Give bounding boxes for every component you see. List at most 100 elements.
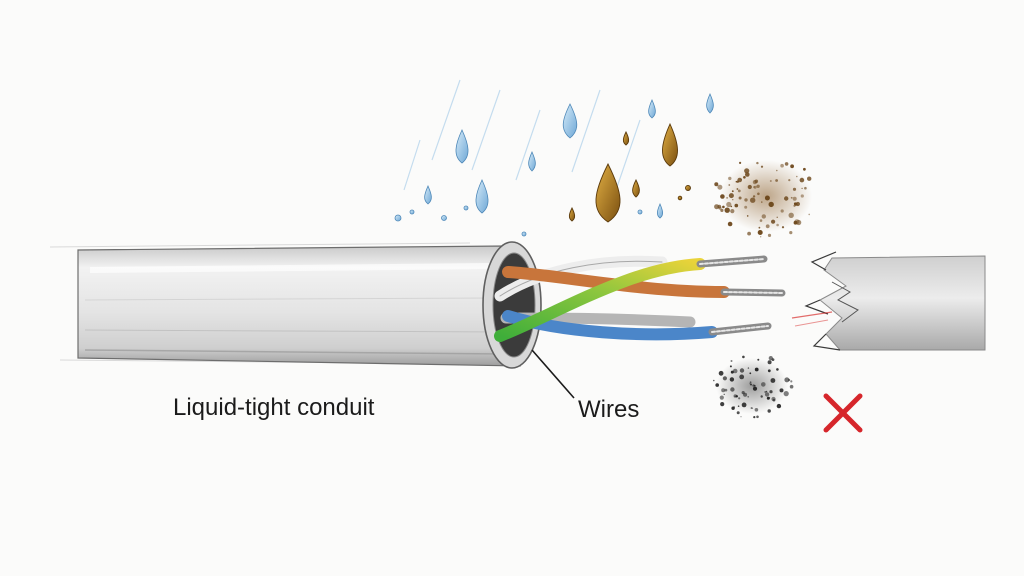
water-drop-icon (656, 202, 664, 219)
particle-speck (722, 205, 725, 209)
particle-speck (776, 403, 782, 409)
particle-speck (750, 197, 756, 203)
soot-particles (713, 355, 794, 419)
particle-speck (752, 386, 758, 391)
particle-speck (790, 380, 793, 383)
particle-speck (751, 407, 754, 409)
particle-speck (745, 172, 750, 177)
particle-speck (718, 206, 722, 210)
particle-speck (737, 189, 741, 193)
oil-drops (568, 122, 691, 223)
particle-speck (713, 379, 715, 382)
particle-speck (760, 165, 764, 168)
dirt-particles (714, 160, 812, 238)
particle-speck (744, 198, 748, 202)
particle-speck (752, 195, 756, 198)
water-drop-icon (706, 93, 714, 114)
particle-speck (754, 384, 756, 387)
particle-speck (790, 164, 794, 169)
particle-speck (717, 184, 723, 190)
particle-speck (720, 194, 725, 199)
particle-speck (752, 180, 758, 185)
particle-speck (767, 409, 771, 413)
conduit (77, 245, 521, 367)
particle-speck (784, 377, 790, 383)
particle-speck (776, 368, 779, 371)
particle-speck (747, 231, 751, 236)
particle-speck (771, 219, 776, 224)
particle-speck (761, 214, 766, 219)
particle-speck (737, 405, 740, 408)
particle-speck (780, 209, 784, 213)
water-drop-icon (475, 179, 489, 214)
particle-speck (719, 395, 724, 400)
particle-speck (808, 213, 810, 216)
particle-speck (738, 196, 742, 200)
particle-speck (733, 394, 738, 398)
particle-speck (783, 391, 789, 397)
oil-drop-icon (632, 178, 640, 198)
particle-speck (756, 184, 760, 188)
oil-drop-icon (622, 130, 630, 146)
particle-speck (799, 177, 805, 183)
particle-speck (740, 416, 742, 418)
particle-speck (735, 180, 738, 183)
oil-drop-icon (595, 162, 621, 223)
particle-speck (739, 368, 745, 373)
particle-speck (730, 209, 735, 214)
water-drop-icon (648, 99, 656, 119)
particle-speck (739, 161, 742, 164)
particle-speck (724, 388, 728, 392)
particle-speck (761, 201, 763, 203)
conduit-open-end (482, 241, 542, 369)
particle-speck (784, 162, 789, 166)
particle-speck (790, 196, 793, 199)
particle-speck (767, 233, 772, 237)
particle-speck (728, 184, 731, 186)
particle-speck (775, 179, 778, 182)
particle-speck (760, 395, 763, 398)
particle-speck (738, 397, 741, 400)
particle-speck (736, 188, 739, 190)
particle-speck (784, 196, 789, 201)
particle-speck (750, 383, 752, 386)
particle-speck (770, 202, 772, 204)
particle-speck (801, 187, 803, 190)
particle-speck (724, 207, 730, 213)
particle-speck (743, 176, 746, 179)
particle-speck (792, 187, 797, 191)
particle-speck (749, 381, 752, 384)
particle-speck (714, 204, 720, 210)
particle-speck (759, 219, 763, 222)
particle-speck (767, 369, 771, 373)
water-drops (394, 93, 714, 237)
wire-strands (696, 255, 786, 336)
red-x-icon (823, 393, 863, 433)
particle-speck (727, 221, 733, 227)
particle-speck (781, 226, 785, 229)
water-drop-icon (528, 151, 536, 172)
particle-speck (729, 365, 732, 368)
particle-speck (770, 378, 776, 383)
particle-speck (732, 368, 738, 374)
particle-speck (736, 411, 740, 415)
particle-speck (741, 402, 747, 408)
particle-speck (720, 208, 724, 212)
particle-speck (734, 203, 739, 208)
particle-speck (746, 215, 749, 217)
particle-speck (756, 161, 759, 165)
water-drop-icon (455, 129, 469, 164)
wires-label: Wires (578, 396, 640, 423)
water-drop-icon (424, 185, 432, 205)
particle-speck (722, 376, 728, 381)
water-drop-icon (562, 103, 578, 139)
particle-speck (714, 182, 719, 187)
particle-speck (776, 216, 778, 218)
particle-speck (769, 180, 772, 182)
wire-green-yellow (494, 258, 706, 342)
particle-speck (788, 212, 794, 218)
particle-speck (743, 392, 748, 397)
particle-speck (804, 186, 807, 190)
particle-speck (744, 168, 750, 174)
